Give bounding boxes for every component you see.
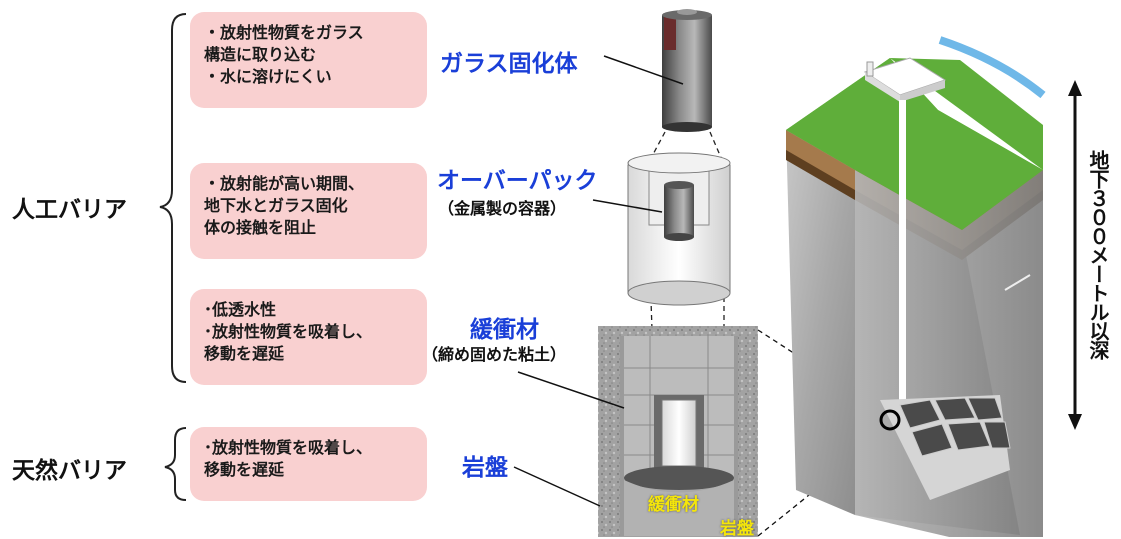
- natural-barrier-label: 天然バリア: [12, 458, 127, 484]
- glass-title: ガラス固化体: [440, 51, 578, 77]
- cross-section-rock-label: 岩盤: [720, 519, 754, 539]
- rock-leader-line: [513, 466, 601, 507]
- box-line: 体の接触を阻止: [204, 218, 317, 237]
- box-line: 移動を遅延: [204, 344, 285, 363]
- glass-leader-line: [603, 55, 684, 85]
- box-line: ・放射性物質をガラス: [204, 23, 364, 42]
- buffer-subtitle: （締め固めた粘土）: [422, 345, 567, 364]
- box-line: ・水に溶けにくい: [204, 67, 332, 86]
- engineered-barrier-brace: [159, 13, 187, 383]
- box-line: ･放射性物質を吸着し、: [204, 322, 373, 341]
- box-line: ･放射性物質を吸着し、: [204, 438, 373, 457]
- buffer-description-box: ･低透水性 ･放射性物質を吸着し、 移動を遅延: [190, 289, 427, 385]
- depth-label: 地下３００メートル以深: [1086, 150, 1110, 359]
- ground-block-figure: [786, 36, 1046, 537]
- overpack-figure: [627, 152, 731, 306]
- buffer-title: 緩衝材: [470, 317, 539, 343]
- overpack-title: オーバーパック: [437, 168, 598, 194]
- buffer-leader-line: [517, 371, 625, 409]
- box-line: 構造に取り込む: [204, 45, 317, 64]
- box-line: ・放射能が高い期間、: [204, 174, 365, 193]
- glass-vitrified-body-figure: [662, 9, 712, 132]
- box-line: ･低透水性: [204, 300, 277, 319]
- overpack-subtitle: （金属製の容器）: [438, 199, 567, 218]
- box-line: 移動を遅延: [204, 460, 285, 479]
- overpack-leader-line: [592, 199, 663, 213]
- overpack-description-box: ・放射能が高い期間、 地下水とガラス固化 体の接触を阻止: [190, 163, 427, 259]
- depth-arrow: [1068, 80, 1082, 430]
- box-line: 地下水とガラス固化: [204, 196, 348, 215]
- rock-title: 岩盤: [462, 455, 508, 481]
- glass-description-box: ・放射性物質をガラス 構造に取り込む ・水に溶けにくい: [190, 12, 427, 108]
- engineered-barrier-label: 人工バリア: [12, 197, 127, 223]
- rock-description-box: ･放射性物質を吸着し、 移動を遅延: [190, 427, 427, 501]
- disposal-cross-section: [598, 326, 758, 537]
- cross-section-buffer-label: 緩衝材: [648, 495, 699, 515]
- natural-barrier-brace: [164, 427, 187, 501]
